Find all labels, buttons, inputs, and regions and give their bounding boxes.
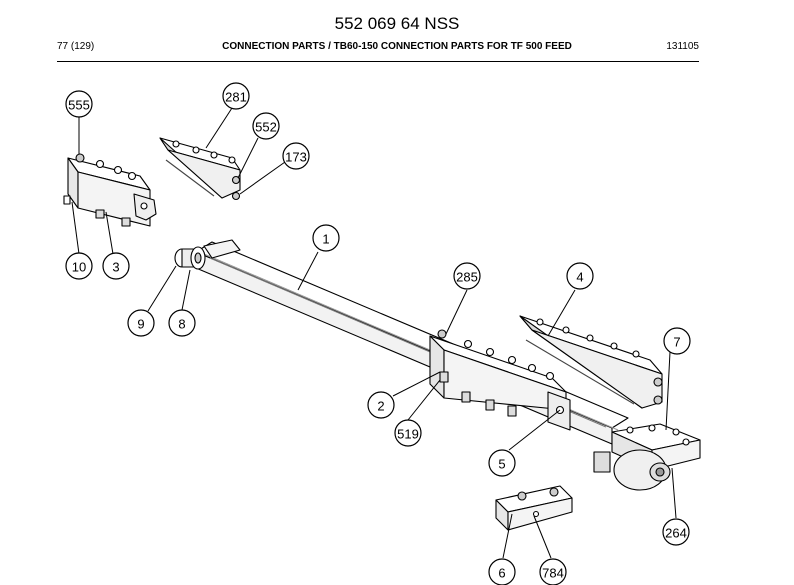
callout-label: 285: [456, 270, 478, 285]
callout-circle: [488, 558, 516, 585]
callout-circle: [252, 112, 280, 140]
callout-label: 7: [673, 335, 680, 350]
page-number: 77 (129): [57, 41, 95, 52]
callout-circle: [662, 518, 690, 546]
section-title: CONNECTION PARTS / TB60-150 CONNECTION P…: [222, 41, 572, 52]
callout-555: 555: [65, 90, 93, 118]
callout-2: 2: [367, 391, 395, 419]
callout-6: 6: [488, 558, 516, 585]
callout-circle: [663, 327, 691, 355]
callout-label: 1: [322, 232, 329, 247]
beam-end-plug: [174, 239, 241, 270]
callout-3: 3: [102, 252, 130, 280]
callout-label: 519: [397, 427, 419, 442]
callout-label: 264: [665, 526, 687, 541]
callout-circle: [367, 391, 395, 419]
center-clamp-block: [429, 329, 571, 431]
callout-label: 5: [498, 457, 505, 472]
end-housing-block: [593, 423, 701, 491]
callout-circle: [282, 142, 310, 170]
callout-label: 10: [72, 260, 86, 275]
callout-circle: [65, 252, 93, 280]
callout-7: 7: [663, 327, 691, 355]
callout-circle: [312, 224, 340, 252]
callout-label: 6: [498, 566, 505, 581]
callout-264: 264: [662, 518, 690, 546]
callout-circle: [222, 82, 250, 110]
callout-label: 552: [255, 120, 277, 135]
callout-label: 3: [112, 260, 119, 275]
callout-173: 173: [282, 142, 310, 170]
callout-281: 281: [222, 82, 250, 110]
callout-1: 1: [312, 224, 340, 252]
callout-784: 784: [539, 558, 567, 585]
callout-4: 4: [566, 262, 594, 290]
callout-circle: [65, 90, 93, 118]
callout-leaders: [71, 107, 677, 559]
callout-552: 552: [252, 112, 280, 140]
callout-519: 519: [394, 419, 422, 447]
callout-label: 4: [576, 270, 583, 285]
callout-label: 2: [377, 399, 384, 414]
small-adapter-block: [495, 485, 573, 531]
callout-285: 285: [453, 262, 481, 290]
callout-circle: [539, 558, 567, 585]
callout-label: 8: [178, 317, 185, 332]
callout-circle: [102, 252, 130, 280]
top-slide-bracket: [159, 137, 241, 201]
right-slide-bracket: [519, 315, 663, 409]
callout-5: 5: [488, 449, 516, 477]
callout-circle: [566, 262, 594, 290]
part-number-title: 552 069 64 NSS: [334, 14, 460, 33]
header-divider: [57, 61, 699, 62]
callout-label: 784: [542, 566, 564, 581]
callout-9: 9: [127, 309, 155, 337]
callout-circle: [488, 449, 516, 477]
callout-8: 8: [168, 309, 196, 337]
left-clamp-block: [63, 153, 157, 227]
callout-10: 10: [65, 252, 93, 280]
callout-label: 9: [137, 317, 144, 332]
callout-label: 173: [285, 150, 307, 165]
callout-circle: [394, 419, 422, 447]
callout-label: 555: [68, 98, 90, 113]
callout-circle: [453, 262, 481, 290]
date-code: 131105: [666, 41, 699, 52]
callout-circle: [168, 309, 196, 337]
callout-label: 281: [225, 90, 247, 105]
callout-circle: [127, 309, 155, 337]
